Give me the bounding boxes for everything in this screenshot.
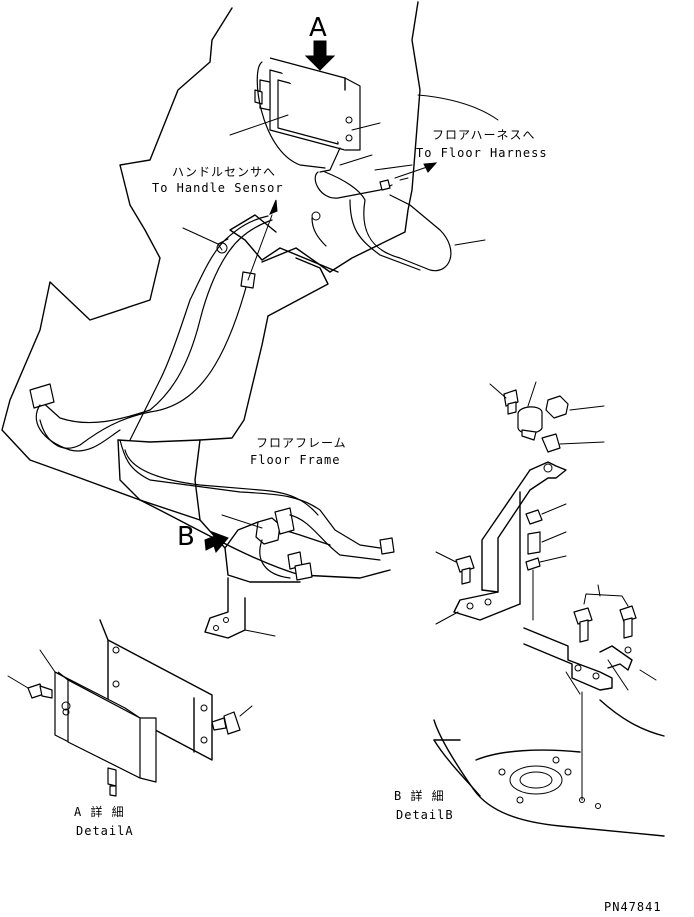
- floor-frame-label-jp: フロアフレーム: [256, 436, 347, 450]
- detail-a-label-jp: A 詳 細: [74, 804, 125, 819]
- part-number: PN47841: [604, 900, 662, 914]
- handle-sensor-label-en: To Handle Sensor: [152, 181, 284, 195]
- view-b-arrow: [204, 530, 229, 553]
- floor-harness-label-en: To Floor Harness: [416, 146, 548, 160]
- floor-harness-callout: フロアハーネスへ To Floor Harness: [394, 94, 548, 179]
- floor-frame-callout: フロアフレーム Floor Frame: [250, 436, 347, 467]
- view-a-label: A: [309, 13, 327, 43]
- handle-sensor-label-jp: ハンドルセンサへ: [172, 165, 276, 179]
- detail-a-label-en: DetailA: [76, 824, 134, 838]
- frame-outline: [1, 1, 421, 549]
- detail-a-caption: A 詳 細 DetailA: [74, 804, 134, 838]
- handle-sensor-callout: ハンドルセンサへ To Handle Sensor: [152, 165, 284, 195]
- floor-plate: [139, 499, 391, 639]
- detail-b-drawing: [433, 381, 665, 837]
- detail-b-label-jp: B 詳 細: [394, 788, 445, 803]
- detail-a-drawing: [7, 619, 253, 797]
- floor-harness-label-jp: フロアハーネスへ: [432, 128, 536, 142]
- wire-harness: [29, 171, 486, 555]
- view-b-label: B: [177, 522, 195, 552]
- detail-b-label-en: DetailB: [396, 808, 454, 822]
- floor-frame-label-en: Floor Frame: [250, 453, 340, 467]
- controller-unit: [229, 57, 381, 173]
- detail-b-caption: B 詳 細 DetailB: [394, 788, 454, 822]
- view-a-arrow: [304, 40, 336, 71]
